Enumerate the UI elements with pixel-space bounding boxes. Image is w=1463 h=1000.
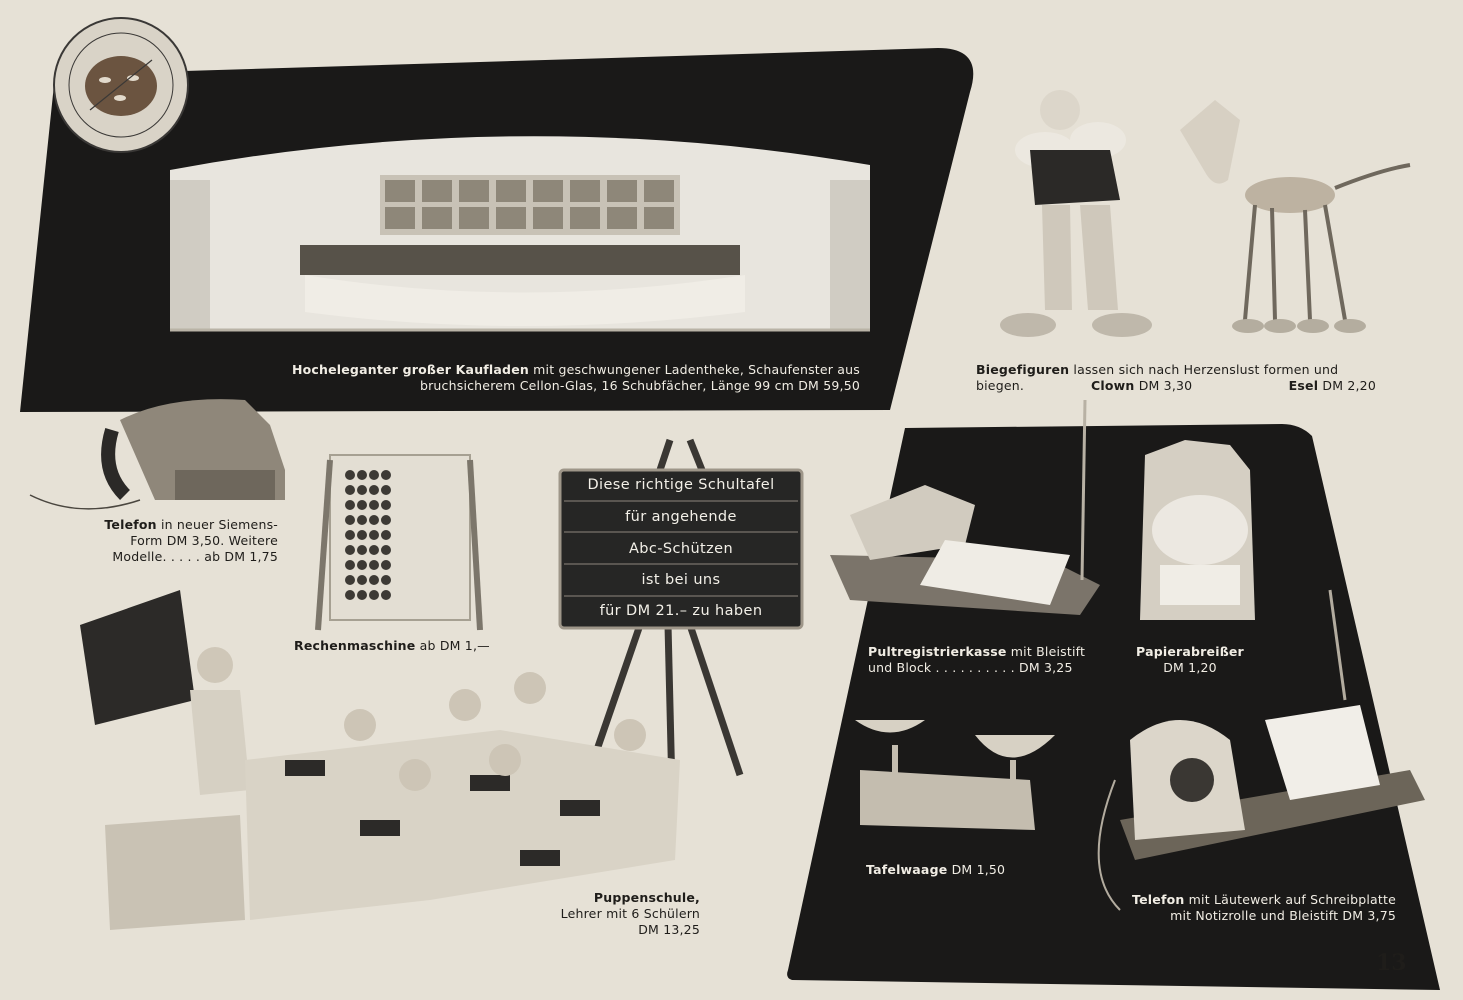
telefon-schreibplatte-illustration — [1097, 589, 1425, 911]
puppenschule-illustration — [80, 590, 680, 930]
puppenschule-caption: Puppenschule, Lehrer mit 6 Schülern DM 1… — [540, 890, 700, 938]
esel-illustration — [1180, 100, 1411, 333]
telefon-platte-line1: Telefon mit Läutewerk auf Schreibplatte — [1080, 892, 1396, 908]
tafelwaage-price: DM 1,50 — [951, 862, 1006, 877]
kaufladen-caption: Hocheleganter großer Kaufladen mit gesch… — [210, 362, 860, 394]
round-seal-stamp-icon — [53, 17, 189, 153]
chalkboard — [558, 468, 804, 630]
esel-label: Esel — [1288, 378, 1319, 393]
schultafel-line-2: für angehende — [625, 509, 737, 525]
schultafel-line-1: Diese richtige Schultafel — [587, 477, 775, 493]
rechenmaschine-title: Rechenmaschine — [294, 638, 416, 653]
registrierkasse-title: Pultregistrierkasse — [868, 644, 1007, 659]
page-number: 13 — [1376, 950, 1407, 976]
kaufladen-title: Hocheleganter großer Kaufladen — [291, 362, 529, 377]
esel-price: DM 2,20 — [1322, 378, 1376, 393]
schultafel-line-5: für DM 21.– zu haben — [599, 603, 763, 619]
telefon-small-line3: Modelle. . . . . ab DM 1,75 — [112, 549, 278, 564]
telefon-small-title: Telefon — [104, 517, 157, 532]
papierabreisser-illustration — [1140, 440, 1255, 620]
telefon-small-line1: Telefon in neuer Siemens- — [60, 517, 278, 533]
biegefiguren-description: lassen sich nach Herzenslust formen und — [1073, 362, 1339, 377]
clown-price-group: Clown DM 3,30 — [1091, 378, 1192, 394]
telefon-platte-title: Telefon — [1132, 892, 1185, 907]
biegefiguren-title: Biegefiguren — [976, 362, 1070, 377]
schultafel-line-4: ist bei uns — [641, 572, 721, 588]
kaufladen-caption-line2: bruchsicherem Cellon-Glas, 16 Schubfäche… — [419, 378, 860, 393]
schultafel-line-3: Abc-Schützen — [628, 541, 734, 557]
registrierkasse-line2: und Block . . . . . . . . . . DM 3,25 — [868, 660, 1073, 675]
telefon-small-line2: Form DM 3,50. Weitere — [130, 533, 278, 548]
kaufladen-illustration — [170, 136, 870, 332]
tafelwaage-caption: Tafelwaage DM 1,50 — [866, 862, 1066, 878]
papierabreisser-title: Papierabreißer — [1136, 644, 1244, 659]
telefon-small-caption: Telefon in neuer Siemens- Form DM 3,50. … — [60, 517, 278, 565]
telefon-platte-description: mit Läutewerk auf Schreibplatte — [1188, 892, 1396, 907]
registrierkasse-line1: Pultregistrierkasse mit Bleistift — [868, 644, 1108, 660]
registrierkasse-caption: Pultregistrierkasse mit Bleistift und Bl… — [868, 644, 1108, 676]
biegefiguren-line2-start: biegen. — [976, 378, 1025, 393]
tafelwaage-illustration — [855, 720, 1055, 830]
biegefiguren-line1: Biegefiguren lassen sich nach Herzenslus… — [976, 362, 1376, 378]
puppenschule-title: Puppenschule, — [593, 890, 700, 905]
tafelwaage-title: Tafelwaage — [866, 862, 948, 877]
rechenmaschine-caption: Rechenmaschine ab DM 1,— — [294, 638, 514, 654]
clown-label: Clown — [1091, 378, 1135, 393]
papierabreisser-caption: Papierabreißer DM 1,20 — [1120, 644, 1260, 676]
kaufladen-caption-line1: Hocheleganter großer Kaufladen mit gesch… — [210, 362, 860, 378]
clown-illustration — [1000, 90, 1152, 337]
biegefiguren-caption: Biegefiguren lassen sich nach Herzenslus… — [976, 362, 1376, 394]
schultafel-text: Diese richtige Schultafel für angehende … — [560, 470, 802, 628]
biegefiguren-line2: biegen. Clown DM 3,30 Esel DM 2,20 — [976, 378, 1376, 394]
registrierkasse-illustration — [830, 399, 1100, 615]
rechenmaschine-price: ab DM 1,— — [419, 638, 490, 653]
telefon-platte-caption: Telefon mit Läutewerk auf Schreibplatte … — [1080, 892, 1396, 924]
rechenmaschine-illustration — [315, 454, 483, 631]
puppenschule-line2: Lehrer mit 6 Schülern — [560, 906, 700, 921]
telefon-platte-line2: mit Notizrolle und Bleistift DM 3,75 — [1170, 908, 1396, 923]
puppenschule-price: DM 13,25 — [638, 922, 700, 937]
registrierkasse-description: mit Bleistift — [1010, 644, 1086, 659]
telefon-small-description: in neuer Siemens- — [160, 517, 278, 532]
clown-price: DM 3,30 — [1138, 378, 1193, 393]
esel-price-group: Esel DM 2,20 — [1289, 378, 1376, 394]
papierabreisser-price: DM 1,20 — [1163, 660, 1217, 675]
small-telefon-illustration — [29, 399, 285, 510]
kaufladen-description: mit geschwungener Ladentheke, Schaufenst… — [533, 362, 860, 377]
